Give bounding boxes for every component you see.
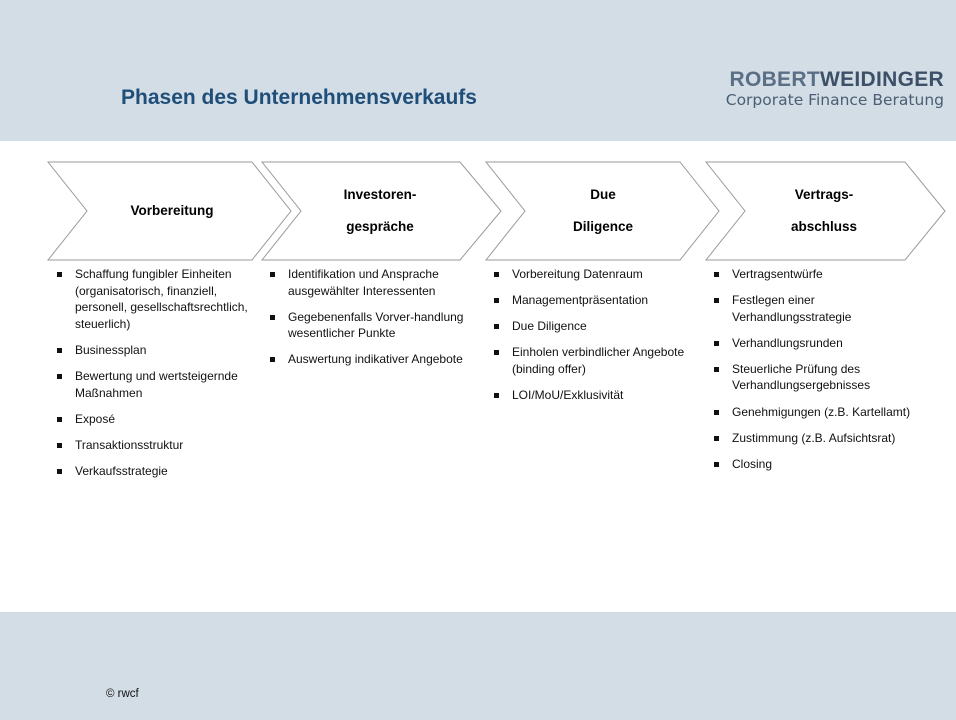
list-item: Closing — [714, 456, 934, 473]
phase-label-line: gespräche — [346, 219, 414, 234]
brand-subtitle: Corporate Finance Beratung — [725, 91, 944, 109]
phase-items-investorengespraeche: Identifikation und Ansprache ausgewählte… — [270, 266, 480, 377]
list-item: Einholen verbindlicher Angebote (binding… — [494, 344, 694, 377]
phase-label-line: Diligence — [572, 219, 634, 234]
phase-label-due-diligence: Due Diligence — [523, 179, 683, 243]
phase-arrow-vorbereitung — [46, 161, 292, 261]
list-item: Bewertung und wertsteigernde Maßnahmen — [57, 368, 252, 401]
list-item: Exposé — [57, 411, 252, 428]
list-item: Due Diligence — [494, 318, 694, 335]
phase-arrow-investorengespraeche — [260, 161, 502, 261]
brand-name-first: ROBERT — [729, 68, 820, 91]
list-item: Gegebenenfalls Vorver-handlung wesentlic… — [270, 309, 480, 342]
brand-name: ROBERTWEIDINGER — [726, 69, 944, 91]
header-band — [0, 0, 956, 141]
phase-arrow-vertragsabschluss — [704, 161, 946, 261]
list-item: Vorbereitung Datenraum — [494, 266, 694, 283]
list-item: Verhandlungsrunden — [714, 335, 934, 352]
phase-label-investorengespraeche: Investoren- gespräche — [300, 179, 460, 243]
phase-label-vertragsabschluss: Vertrags- abschluss — [744, 179, 904, 243]
list-item: Auswertung indikativer Angebote — [270, 351, 480, 368]
phase-label-line: abschluss — [790, 219, 858, 234]
list-item: Businessplan — [57, 342, 252, 359]
phase-arrow-due-diligence — [484, 161, 720, 261]
list-item: Verkaufsstrategie — [57, 463, 252, 480]
list-item: Genehmigungen (z.B. Kartellamt) — [714, 404, 934, 421]
list-item: Transaktionsstruktur — [57, 437, 252, 454]
phase-items-vorbereitung: Schaffung fungibler Einheiten (organisat… — [57, 266, 252, 489]
page-title: Phasen des Unternehmensverkaufs — [121, 86, 477, 109]
phase-label-line: Vertrags- — [794, 187, 854, 202]
phase-label-vorbereitung: Vorbereitung — [92, 195, 252, 227]
list-item: Schaffung fungibler Einheiten (organisat… — [57, 266, 252, 332]
copyright-text: © rwcf — [106, 688, 139, 700]
phase-label-line: Vorbereitung — [130, 203, 214, 218]
list-item: LOI/MoU/Exklusivität — [494, 387, 694, 404]
brand-name-last: WEIDINGER — [819, 68, 944, 91]
list-item: Vertragsentwürfe — [714, 266, 934, 283]
phase-label-line: Due — [590, 187, 616, 202]
list-item: Festlegen einer Verhandlungsstrategie — [714, 292, 934, 325]
brand-logo: ROBERTWEIDINGER Corporate Finance Beratu… — [725, 69, 944, 110]
list-item: Zustimmung (z.B. Aufsichtsrat) — [714, 430, 934, 447]
phase-items-due-diligence: Vorbereitung Datenraum Managementpräsent… — [494, 266, 694, 413]
footer-band — [0, 612, 956, 720]
phase-items-vertragsabschluss: Vertragsentwürfe Festlegen einer Verhand… — [714, 266, 934, 482]
list-item: Steuerliche Prüfung des Verhandlungserge… — [714, 361, 934, 394]
list-item: Managementpräsentation — [494, 292, 694, 309]
list-item: Identifikation und Ansprache ausgewählte… — [270, 266, 480, 299]
phase-label-line: Investoren- — [343, 187, 417, 202]
